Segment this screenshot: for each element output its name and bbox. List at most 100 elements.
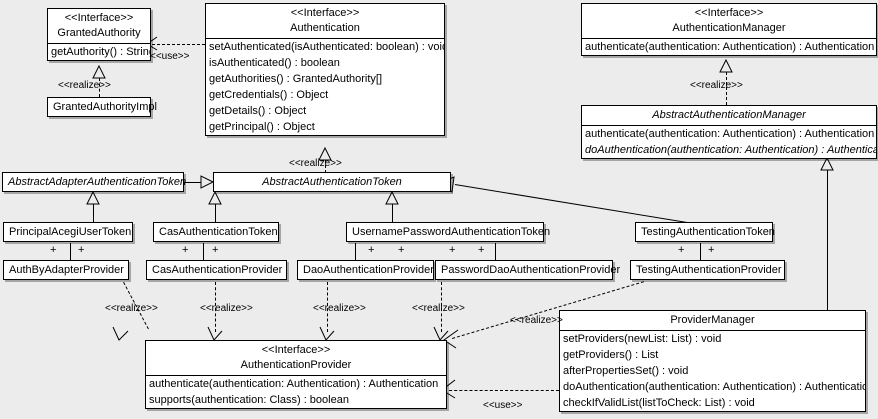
class-header-authentication-provider: <<Interface>> AuthenticationProvider (146, 341, 446, 375)
class-box-abstract-adapter-authentication-token[interactable]: AbstractAdapterAuthenticationToken (2, 172, 187, 192)
stereotype-label: <<Interface>> (290, 7, 360, 19)
class-name-label: AbstractAuthenticationToken (262, 176, 402, 188)
label-realize-testingauthenticationprovider: <<realize>> (510, 315, 563, 326)
class-header-abstract-adapter-authentication-token: AbstractAdapterAuthenticationToken (3, 173, 187, 191)
class-divider (582, 125, 876, 126)
class-header-authentication-manager: <<Interface>> AuthenticationManager (582, 4, 876, 38)
class-header-abstract-authentication-manager: AbstractAuthenticationManager (582, 106, 876, 125)
operation-row: afterPropertiesSet() : void (563, 365, 689, 377)
class-box-granted-authority[interactable]: <<Interface>> GrantedAuthority getAuthor… (47, 8, 151, 61)
class-box-testing-authentication-provider[interactable]: TestingAuthenticationProvider (630, 260, 785, 280)
class-header-authentication: <<Interface>> Authentication (206, 4, 444, 38)
operation-row: getPrincipal() : Object (209, 121, 315, 133)
class-box-testing-authentication-token[interactable]: TestingAuthenticationToken (635, 222, 775, 242)
connector-realize-abstractauthenticationmanager (726, 72, 727, 105)
operation-row: authenticate(authentication: Authenticat… (585, 128, 875, 140)
class-box-provider-manager[interactable]: ProviderManager setProviders(newList: Li… (559, 310, 866, 412)
multiplicity-marker: + (478, 244, 485, 256)
operation-row: doAuthentication(authentication: Authent… (563, 381, 865, 393)
operation-row: isAuthenticated() : boolean (209, 57, 340, 69)
class-name-label: AuthenticationManager (672, 22, 786, 34)
class-header-provider-manager: ProviderManager (560, 311, 865, 330)
multiplicity-marker: + (449, 244, 456, 256)
connector-realize-daoauthenticationprovider (327, 282, 328, 332)
multiplicity-marker: + (182, 244, 189, 256)
class-box-authentication[interactable]: <<Interface>> Authentication setAuthenti… (205, 3, 445, 136)
connector-castoken-to-abstracttoken (215, 204, 216, 222)
label-realize-authbyadapterprovider: <<realize>> (105, 303, 158, 314)
class-divider (206, 38, 444, 39)
operation-row: getDetails() : Object (209, 105, 307, 117)
class-operations-provider-manager: setProviders(newList: List) : void getPr… (560, 331, 865, 411)
operation-row: checkIfValidList(listToCheck: List) : vo… (563, 397, 755, 409)
connector-realize-passworddaoauthenticationprovider (441, 282, 442, 332)
stereotype-label: <<Interface>> (694, 7, 764, 19)
label-use-authentication-grantedauthority: <<use>> (150, 51, 190, 62)
class-name-label: PrincipalAcegiUserToken (9, 226, 132, 238)
connector-realize-grantedauthorityimpl (99, 78, 100, 97)
operation-row: supports(authentication: Class) : boolea… (149, 394, 349, 406)
class-header-granted-authority: <<Interface>> GrantedAuthority (48, 9, 150, 43)
class-operations-authentication-provider: authenticate(authentication: Authenticat… (146, 376, 446, 408)
class-name-label: CasAuthenticationToken (159, 226, 278, 238)
class-name-label: PasswordDaoAuthenticationProvider (441, 264, 621, 276)
class-name-label: DaoAuthenticationProvider (303, 264, 434, 276)
connector-assoc-userpass-dao (355, 243, 356, 260)
connector-principalacegi-to-adapter (93, 204, 94, 222)
class-box-abstract-authentication-token[interactable]: AbstractAuthenticationToken (213, 172, 451, 192)
class-box-cas-authentication-provider[interactable]: CasAuthenticationProvider (146, 260, 287, 280)
label-realize-casauthenticationprovider: <<realize>> (200, 303, 253, 314)
class-divider (560, 330, 865, 331)
class-name-label: AbstractAdapterAuthenticationToken (8, 176, 187, 188)
class-header-username-password-authentication-token: UsernamePasswordAuthenticationToken (347, 223, 550, 241)
class-name-label: AuthenticationProvider (240, 359, 352, 371)
class-box-cas-authentication-token[interactable]: CasAuthenticationToken (153, 222, 279, 242)
connector-realize-abstractauthenticationtoken (325, 160, 326, 173)
class-name-label: TestingAuthenticationToken (641, 226, 775, 238)
connector-testingtoken-to-abstracttoken (454, 184, 699, 225)
connector-use-providermanager-authenticationprovider (444, 390, 559, 391)
multiplicity-marker: + (398, 244, 405, 256)
class-box-username-password-authentication-token[interactable]: UsernamePasswordAuthenticationToken (346, 222, 550, 242)
connector-adapter-to-abstracttoken (184, 182, 202, 183)
class-header-testing-authentication-provider: TestingAuthenticationProvider (631, 261, 784, 279)
class-box-dao-authentication-provider[interactable]: DaoAuthenticationProvider (297, 260, 434, 280)
label-realize-abstractauthenticationtoken: <<realize>> (289, 158, 342, 169)
connector-assoc-testing-token-provider (700, 243, 701, 260)
class-divider (146, 375, 446, 376)
operation-row: authenticate(authentication: Authenticat… (585, 41, 875, 53)
class-name-label: AbstractAuthenticationManager (652, 109, 806, 121)
class-box-granted-authority-impl[interactable]: GrantedAuthorityImpl (47, 97, 157, 117)
operation-row: getAuthority() : String (51, 46, 150, 58)
class-name-label: ProviderManager (670, 314, 755, 326)
class-header-cas-authentication-provider: CasAuthenticationProvider (147, 261, 286, 279)
multiplicity-marker: + (678, 244, 685, 256)
connector-usernamepasswordtoken-to-abstracttoken (392, 204, 393, 222)
class-box-auth-by-adapter-provider[interactable]: AuthByAdapterProvider (3, 260, 129, 280)
connector-use-authentication-grantedauthority (147, 44, 205, 45)
multiplicity-marker: + (78, 244, 85, 256)
class-header-password-dao-authentication-provider: PasswordDaoAuthenticationProvider (436, 261, 621, 279)
class-header-dao-authentication-provider: DaoAuthenticationProvider (298, 261, 434, 279)
class-name-label: GrantedAuthorityImpl (53, 101, 157, 113)
label-realize-passworddaoauthenticationprovider: <<realize>> (412, 303, 465, 314)
operation-row: getProviders() : List (563, 349, 659, 361)
class-divider (582, 38, 876, 39)
class-box-abstract-authentication-manager[interactable]: AbstractAuthenticationManager authentica… (581, 105, 877, 159)
operation-row: setProviders(newList: List) : void (563, 333, 722, 345)
operation-row: doAuthentication(authentication: Authent… (585, 144, 876, 156)
class-divider (48, 43, 150, 44)
class-box-authentication-provider[interactable]: <<Interface>> AuthenticationProvider aut… (145, 340, 447, 409)
connector-realize-casauthenticationprovider (215, 282, 216, 332)
class-box-authentication-manager[interactable]: <<Interface>> AuthenticationManager auth… (581, 3, 877, 56)
class-header-cas-authentication-token: CasAuthenticationToken (154, 223, 278, 241)
class-header-testing-authentication-token: TestingAuthenticationToken (636, 223, 775, 241)
class-operations-granted-authority: getAuthority() : String (48, 44, 150, 60)
multiplicity-marker: + (708, 244, 715, 256)
class-box-principal-acegi-user-token[interactable]: PrincipalAcegiUserToken (3, 222, 133, 242)
class-box-password-dao-authentication-provider[interactable]: PasswordDaoAuthenticationProvider (435, 260, 621, 280)
connector-assoc-cas-token-provider (203, 243, 204, 260)
multiplicity-marker: + (212, 244, 219, 256)
multiplicity-marker: + (50, 244, 57, 256)
